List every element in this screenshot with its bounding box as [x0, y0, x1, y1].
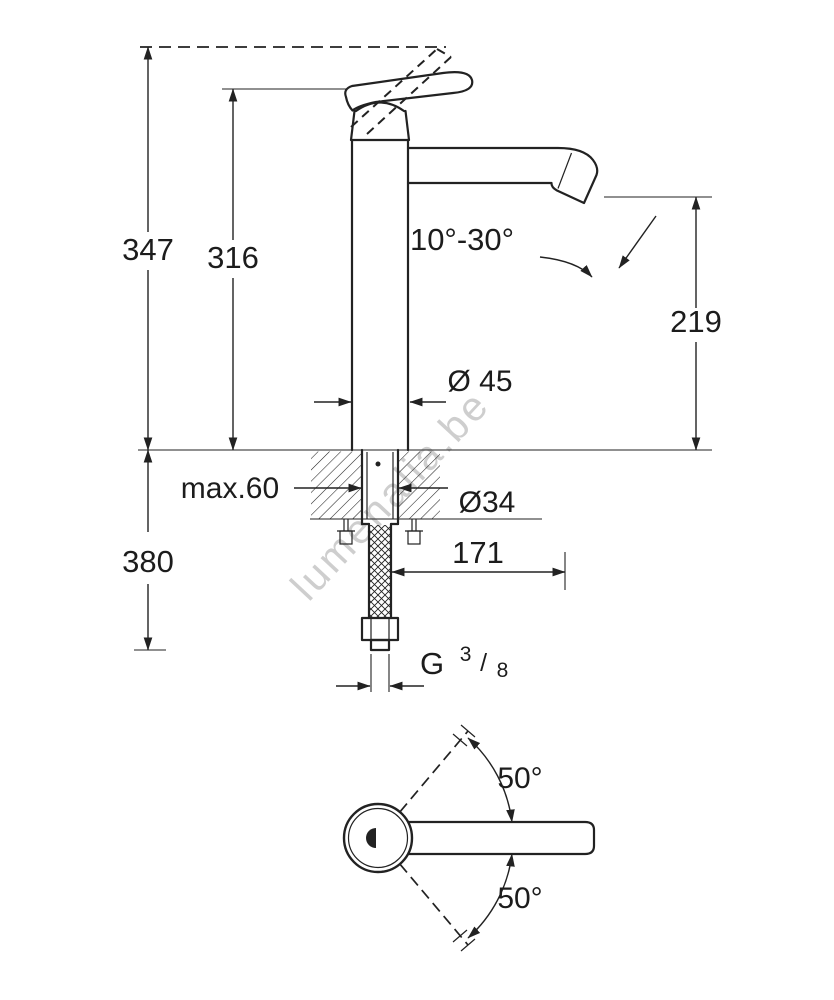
swivel-arc-lower [467, 853, 515, 939]
swivel-lower-label: 50° [497, 882, 542, 915]
dimension-outlet-height: 219 [604, 196, 722, 451]
body-plan-circle [342, 802, 414, 874]
aerator-line [557, 152, 573, 189]
dim-347-label: 347 [122, 232, 174, 267]
body-plan-inner-circle [347, 807, 409, 869]
spout [406, 146, 599, 205]
thread-prefix: G [420, 646, 444, 681]
angle-leader-arrow [539, 256, 593, 278]
hose-walls [367, 522, 393, 620]
dimension-handle-height: 316 [207, 88, 346, 451]
shank-walls [360, 448, 400, 526]
thread-size-label: G 3 / 8 [420, 633, 508, 682]
max-thickness-label: max.60 [181, 472, 279, 505]
dim-380-label: 380 [122, 544, 174, 579]
angle-range-label: 10°-30° [410, 222, 514, 257]
mounting-studs [343, 519, 417, 531]
hose-braid [369, 525, 391, 617]
swivel-upper-label: 50° [497, 762, 542, 795]
lever-handle [344, 71, 474, 112]
shank-inner-walls [366, 452, 394, 519]
pivot-dome [354, 101, 406, 113]
raised-lever-outline [350, 48, 452, 135]
counter-hatch-right [398, 451, 440, 519]
fixing-screw-dot [375, 461, 381, 467]
dim-171-label: 171 [452, 535, 504, 570]
phantom-end-ticks [452, 724, 476, 952]
dimension-total-height: 347 [122, 46, 174, 451]
spout-plan [402, 820, 596, 856]
top-view: 50° 50° [342, 724, 596, 952]
raised-handle-phantom [140, 46, 452, 135]
hose-nut [360, 616, 400, 642]
spout-angle-annotation: 10°-30° [410, 215, 657, 278]
dim-219-label: 219 [670, 304, 722, 339]
hose-end-tube [369, 638, 391, 652]
thread-slash: / [480, 649, 487, 677]
cartridge-marker [366, 828, 376, 848]
counter-hatch-left [311, 451, 362, 519]
dimension-spout-reach: 171 [391, 535, 566, 590]
dimension-below-deck: 380 [122, 449, 174, 651]
faucet-outline [344, 71, 599, 452]
angle-adjust-arrow [618, 215, 657, 269]
dia45-label: Ø 45 [447, 365, 512, 398]
dimension-body-diameter: Ø 45 [314, 365, 513, 407]
supply-hose [360, 522, 400, 652]
cartridge-cap [349, 109, 411, 142]
dimension-deck-hole: max.60 Ø34 [181, 472, 516, 519]
swivel-arc-upper [467, 737, 515, 823]
hole-diameter-label: Ø34 [459, 486, 516, 519]
mounting-nut-right [407, 530, 421, 545]
dim-316-label: 316 [207, 240, 259, 275]
mounting-nut-left [339, 530, 353, 545]
thread-numerator: 3 [460, 643, 472, 666]
dimension-thread: G 3 / 8 [336, 633, 508, 692]
hose-nut-facets [370, 618, 390, 640]
thread-denominator: 8 [497, 659, 509, 682]
mounting-shank [337, 448, 423, 545]
front-view: 347 316 219 380 171 [122, 46, 722, 692]
thread-extension-lines [370, 654, 390, 692]
